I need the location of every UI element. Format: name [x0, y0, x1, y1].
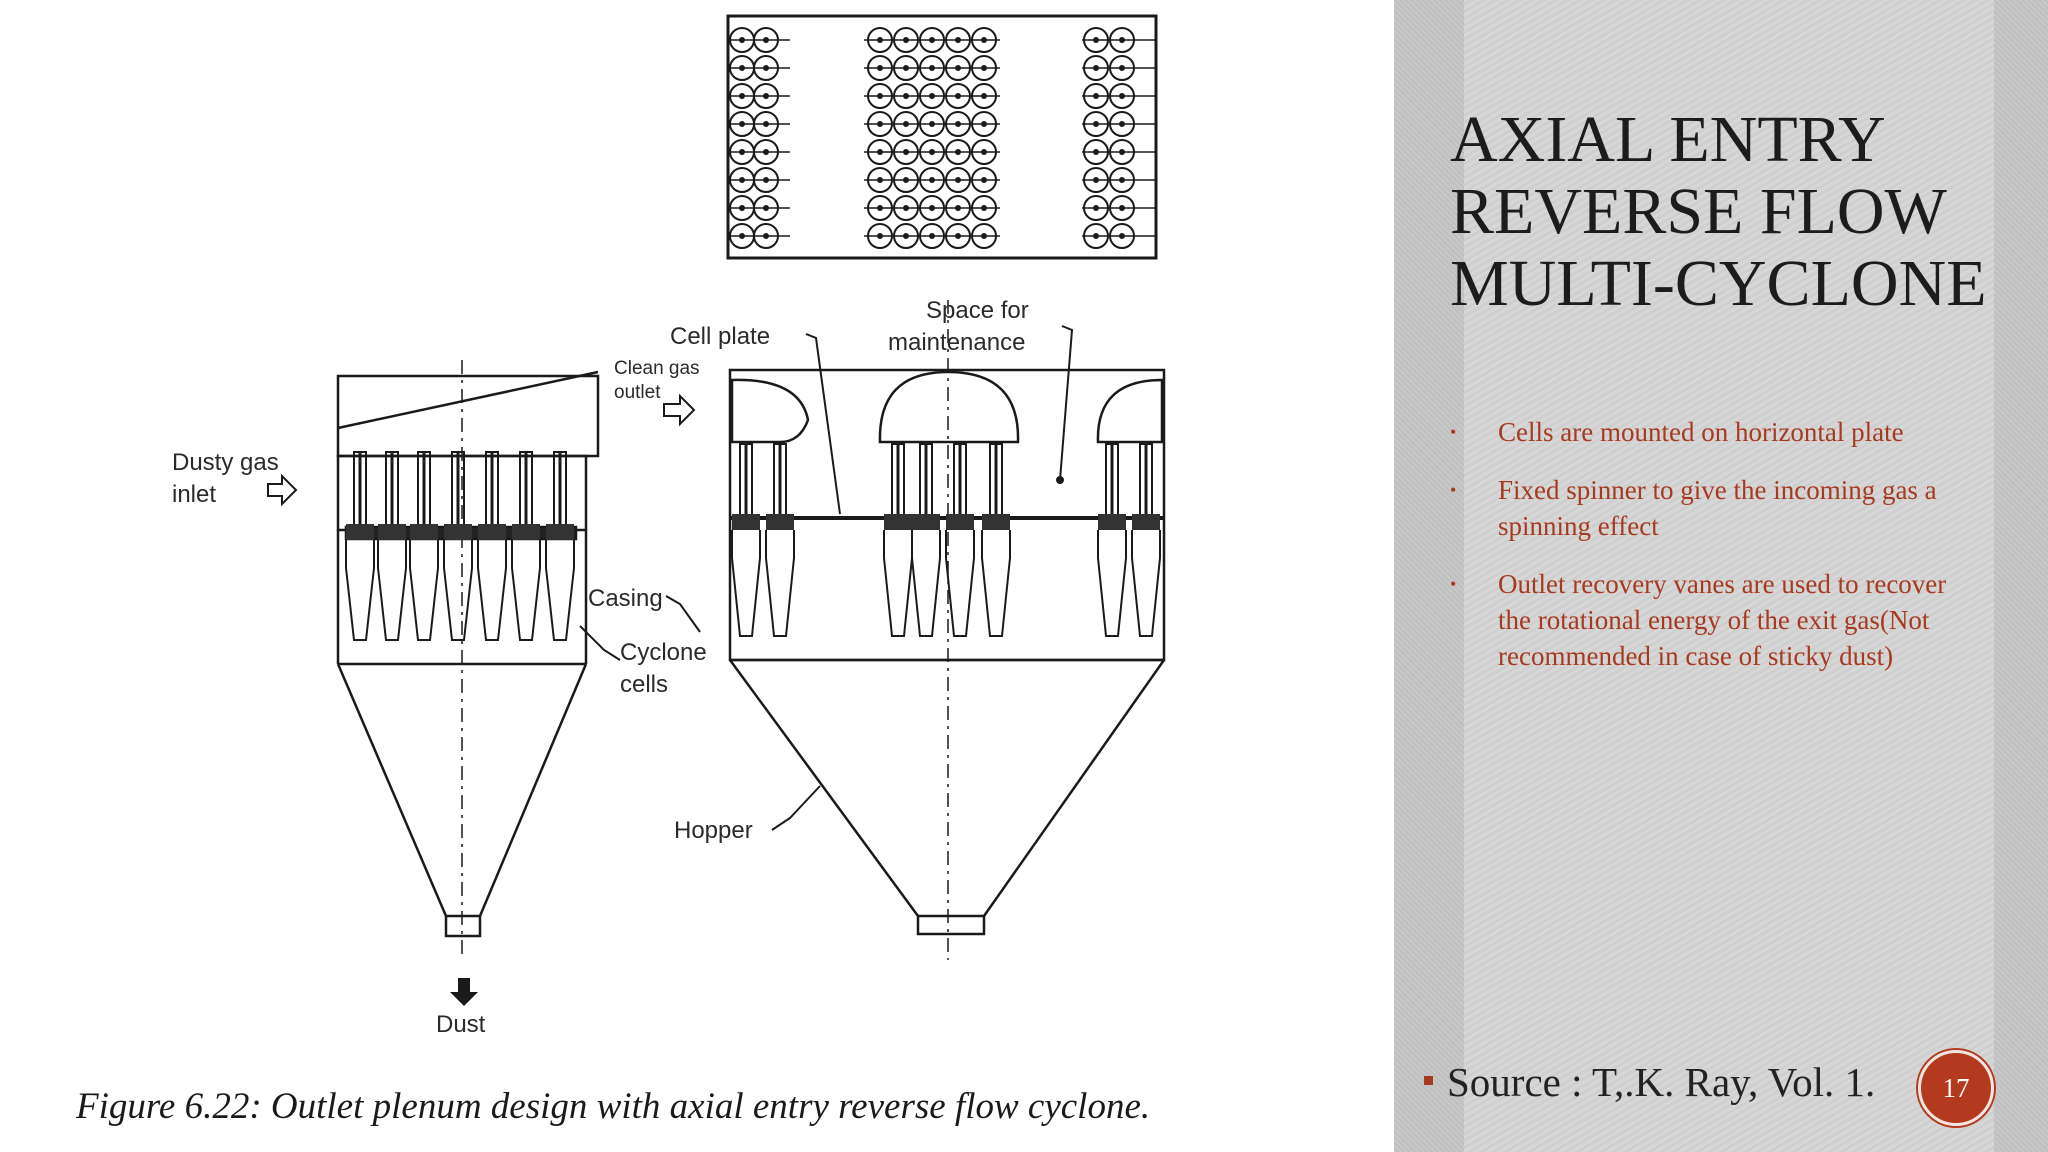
side-panel-texture	[1464, 0, 1994, 1152]
cyclone-cell	[377, 451, 407, 641]
bullet-item: • Cells are mounted on horizontal plate	[1450, 414, 1970, 450]
bullet-text: Outlet recovery vanes are used to recove…	[1498, 569, 1947, 671]
bullet-item: • Outlet recovery vanes are used to recov…	[1450, 566, 1970, 674]
figure-caption: Figure 6.22: Outlet plenum design with a…	[76, 1086, 1151, 1127]
multicyclone-diagram: Dusty gas inlet Clean gas outlet Cell pl…	[172, 14, 1166, 1038]
leader-lines	[579, 325, 1074, 831]
source-citation: Source : T,.K. Ray, Vol. 1.	[1424, 1060, 1944, 1104]
cyclone-cell	[545, 451, 575, 641]
cyclone-cell	[1097, 443, 1127, 637]
figure-panel: Dusty gas inlet Clean gas outlet Cell pl…	[76, 14, 1166, 1127]
label-clean-gas-outlet: Clean gas	[614, 358, 700, 379]
source-text: Source : T,.K. Ray, Vol. 1.	[1447, 1059, 1876, 1105]
dusty-gas-inlet-arrow	[267, 473, 298, 507]
label-dusty-gas-inlet-2: inlet	[172, 481, 216, 508]
cyclone-cell	[883, 443, 913, 637]
left-elevation-view	[336, 360, 600, 960]
cyclone-cell	[477, 451, 507, 641]
label-space-for-maintenance: Space for	[926, 297, 1029, 324]
left-cyclone-cells	[345, 451, 575, 641]
cyclone-cell	[511, 451, 541, 641]
cyclone-cell	[1131, 443, 1161, 637]
right-cyclone-cells	[731, 443, 1161, 637]
label-cyclone-cells: Cyclone	[620, 639, 707, 666]
label-dusty-gas-inlet: Dusty gas	[172, 449, 279, 476]
label-clean-gas-outlet-2: outlet	[614, 382, 661, 403]
cyclone-cell	[911, 443, 941, 637]
bullet-dot-icon: •	[1450, 574, 1457, 594]
slide-number-badge: 17	[1918, 1050, 1994, 1126]
label-cell-plate: Cell plate	[670, 323, 770, 350]
label-cyclone-cells-2: cells	[620, 671, 668, 698]
square-bullet-icon	[1424, 1076, 1433, 1086]
plan-view-cell-grid	[726, 14, 1158, 260]
bullet-list: • Cells are mounted on horizontal plate •…	[1450, 414, 1970, 696]
label-dust: Dust	[436, 1011, 486, 1038]
bullet-item: • Fixed spinner to give the incoming gas …	[1450, 472, 1970, 544]
bullet-dot-icon: •	[1450, 422, 1457, 442]
dust-arrow	[450, 978, 478, 1006]
label-casing: Casing	[588, 585, 663, 612]
cyclone-cell	[443, 451, 473, 641]
bullet-text: Cells are mounted on horizontal plate	[1498, 417, 1904, 447]
cyclone-cell	[945, 443, 975, 637]
right-elevation-view	[728, 300, 1166, 960]
label-hopper: Hopper	[674, 817, 753, 844]
cyclone-cell	[731, 443, 761, 637]
side-panel-background	[1394, 0, 2048, 1152]
label-space-for-maintenance-2: maintenance	[888, 329, 1025, 356]
cyclone-cell	[409, 451, 439, 641]
cyclone-cell	[345, 451, 375, 641]
bullet-text: Fixed spinner to give the incoming gas a…	[1498, 475, 1937, 541]
cyclone-cell	[981, 443, 1011, 637]
cyclone-cell	[765, 443, 795, 637]
clean-gas-outlet-arrow	[663, 393, 696, 427]
slide-title: AXIAL ENTRY REVERSE FLOW MULTI-CYCLONE	[1450, 103, 1987, 320]
bullet-dot-icon: •	[1450, 480, 1457, 500]
